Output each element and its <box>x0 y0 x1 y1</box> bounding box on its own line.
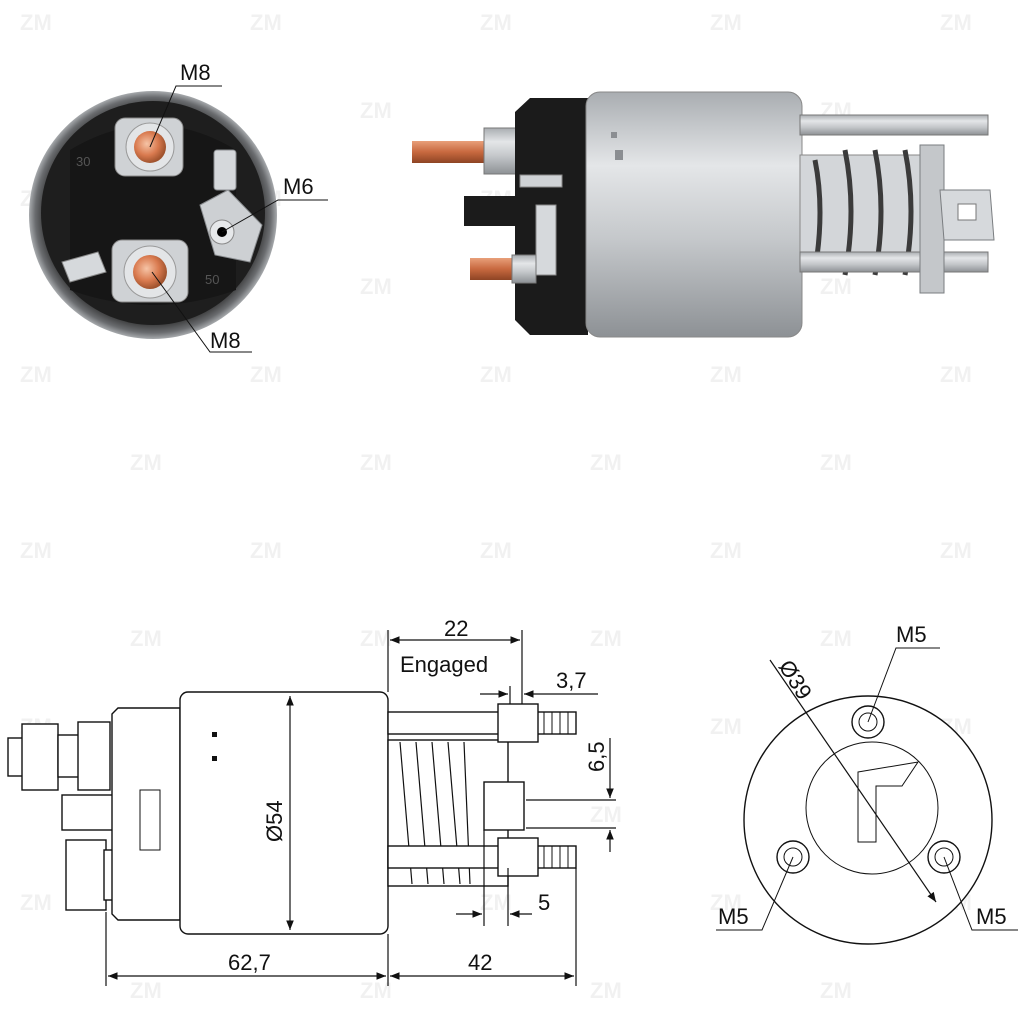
watermark-text: ZM <box>710 538 742 563</box>
watermark-text: ZM <box>710 10 742 35</box>
side-view-photo <box>412 91 995 338</box>
stud-copper-bottom <box>470 258 518 280</box>
watermark-text: ZM <box>940 538 972 563</box>
flange-key <box>857 761 920 843</box>
watermark-text: ZM <box>360 98 392 123</box>
watermark-text: ZM <box>480 538 512 563</box>
side-drawing: 22 Engaged 3,7 6,5 Ø54 5 62,7 42 <box>7 616 616 986</box>
callout-m8-top <box>149 85 222 148</box>
callout-hole-left <box>716 856 794 931</box>
watermark-text: ZM <box>820 978 852 1003</box>
terminal-30 <box>114 117 184 177</box>
end-plate <box>919 144 945 294</box>
dim-tab-gap: 5 <box>538 890 550 915</box>
dim-engaged-length: 22 <box>444 616 468 641</box>
label-hole-right: M5 <box>976 904 1007 929</box>
watermark-text: ZM <box>130 978 162 1003</box>
mount-rod-bottom <box>799 251 989 273</box>
callout-hole-right <box>943 856 1018 931</box>
watermark-text: ZM <box>590 802 622 827</box>
watermark-text: ZM <box>20 10 52 35</box>
watermark-text: ZM <box>820 450 852 475</box>
watermark-text: ZM <box>130 450 162 475</box>
thread-marks <box>543 712 569 868</box>
watermark-text: ZM <box>710 362 742 387</box>
watermark-text: ZM <box>480 362 512 387</box>
label-hole-top: M5 <box>896 622 927 647</box>
watermark-text: ZM <box>130 626 162 651</box>
marking-30: 30 <box>76 154 90 169</box>
dim-plunger-length: 42 <box>468 950 492 975</box>
watermark-text: ZM <box>710 890 742 915</box>
callout-m8-bottom <box>151 271 252 353</box>
watermark-text: ZM <box>480 10 512 35</box>
drawing-tab <box>483 781 525 831</box>
label-m8-bottom: M8 <box>210 328 241 353</box>
flange-outline <box>743 695 993 945</box>
dim-stud-offset: 3,7 <box>556 668 587 693</box>
drawing-nut-top <box>21 723 59 791</box>
watermark-text: ZM <box>360 450 392 475</box>
watermark-text: ZM <box>710 714 742 739</box>
dim-tab-height: 6,5 <box>584 741 609 772</box>
watermark-text: ZM <box>360 626 392 651</box>
watermark-text: ZM <box>820 274 852 299</box>
mount-rod-top <box>799 114 989 136</box>
end-view-photo: 30 50 M8 M6 M8 <box>29 60 328 353</box>
drawing-rod-bottom <box>387 845 577 869</box>
watermark-text: ZM <box>360 978 392 1003</box>
dim-body-length: 62,7 <box>228 950 271 975</box>
dim-line-bolt-circle <box>769 659 937 903</box>
watermark-text: ZM <box>820 626 852 651</box>
watermark-text: ZM <box>360 274 392 299</box>
watermark-text: ZM <box>940 362 972 387</box>
watermark-text: ZM <box>590 450 622 475</box>
watermark-text: ZM <box>590 978 622 1003</box>
nut-top <box>483 127 517 175</box>
watermark-text: ZM <box>940 10 972 35</box>
drawing-cap <box>111 707 181 921</box>
housing-can <box>585 91 803 338</box>
callout-hole-top <box>867 647 940 723</box>
watermark-text: ZM <box>20 890 52 915</box>
watermark-text: ZM <box>480 890 512 915</box>
dim-engaged-label: Engaged <box>400 652 488 677</box>
label-m8-top: M8 <box>180 60 211 85</box>
watermark-text: ZM <box>20 362 52 387</box>
drawing-rod-top <box>387 711 577 735</box>
watermark-text: ZM <box>20 538 52 563</box>
flange-drawing: Ø39 M5 M5 M5 <box>716 622 1018 945</box>
drawing-nut-bottom <box>65 839 107 911</box>
marking-50: 50 <box>205 272 219 287</box>
watermark-text: ZM <box>250 10 282 35</box>
label-hole-left: M5 <box>718 904 749 929</box>
dim-bolt-circle: Ø39 <box>774 655 817 704</box>
dim-diameter: Ø54 <box>262 800 287 842</box>
label-m6: M6 <box>283 174 314 199</box>
flange-bore <box>805 741 939 875</box>
terminal-m8-bottom <box>111 239 189 303</box>
watermark-text: ZM <box>250 538 282 563</box>
watermark-text: ZM <box>250 362 282 387</box>
stud-copper-top <box>412 141 490 163</box>
watermark-text: ZM <box>590 626 622 651</box>
callout-m6 <box>221 199 328 233</box>
